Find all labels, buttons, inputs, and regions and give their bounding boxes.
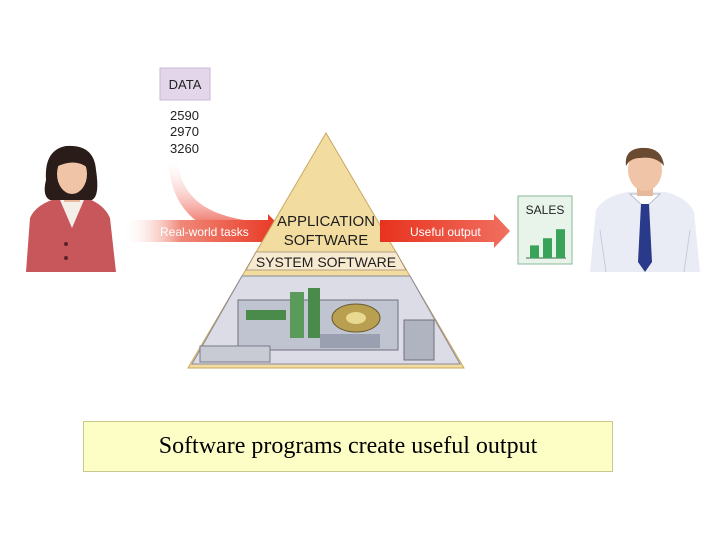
man-figure xyxy=(590,147,700,273)
pyramid-top-line1: APPLICATION xyxy=(277,213,375,230)
caption-box: Software programs create useful output xyxy=(83,421,613,472)
software-pyramid: APPLICATION SOFTWARE SYSTEM SOFTWARE xyxy=(187,132,465,369)
data-value: 2590 xyxy=(170,108,199,123)
caption-text: Software programs create useful output xyxy=(158,433,538,459)
output-arrow-label: Useful output xyxy=(410,225,481,239)
data-box: DATA xyxy=(159,67,211,101)
woman-figure xyxy=(26,145,116,272)
data-values: 2590 2970 3260 xyxy=(170,108,199,156)
data-box-label: DATA xyxy=(169,77,202,92)
pyramid-middle-label: SYSTEM SOFTWARE xyxy=(256,254,396,270)
sales-chart: SALES xyxy=(517,195,573,265)
data-value: 3260 xyxy=(170,141,199,156)
sales-label: SALES xyxy=(526,203,565,217)
output-arrow: Useful output xyxy=(380,214,510,248)
sales-bar xyxy=(556,229,565,258)
software-diagram: DATA 2590 2970 3260 Real-world tasks xyxy=(26,67,700,369)
sales-bars xyxy=(530,229,565,258)
input-arrow-label: Real-world tasks xyxy=(160,225,249,239)
data-value: 2970 xyxy=(170,124,199,139)
sales-bar xyxy=(543,238,552,258)
pyramid-top-line2: SOFTWARE xyxy=(284,232,368,249)
sales-bar xyxy=(530,245,539,258)
input-arrow: Real-world tasks xyxy=(125,214,284,248)
